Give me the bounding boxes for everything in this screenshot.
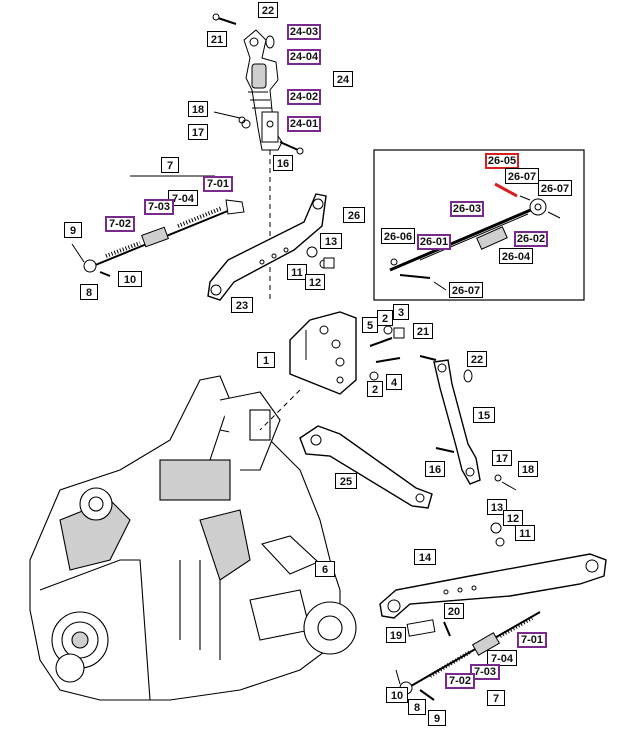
pin-16-right	[435, 447, 455, 453]
lift-rod-15	[433, 359, 481, 485]
callout-24-01: 24-01	[287, 116, 321, 132]
pin-16-top	[279, 141, 304, 155]
callout-8-right: 8	[408, 699, 426, 715]
callout-24-04: 24-04	[287, 49, 321, 65]
callout-22-top: 22	[258, 2, 278, 18]
clip-18-17-top	[213, 111, 251, 129]
callout-11-top: 11	[287, 264, 307, 280]
callout-2-bottom: 2	[367, 381, 383, 397]
lower-link-14	[379, 553, 607, 619]
callout-7-right: 7	[487, 690, 505, 706]
pins-17-18-right	[494, 474, 517, 491]
callout-26-01: 26-01	[417, 234, 451, 250]
bolt-2-3-4-5	[369, 325, 405, 381]
callout-26-02: 26-02	[514, 231, 548, 247]
callout-4: 4	[386, 374, 402, 390]
lift-link-7-left	[71, 199, 245, 277]
callout-2-top: 2	[377, 310, 393, 326]
callout-7-01-right: 7-01	[517, 632, 547, 648]
callout-24: 24	[333, 71, 353, 87]
callout-26-07-bottom: 26-07	[449, 282, 483, 298]
callout-16-top: 16	[273, 155, 293, 171]
callout-7-04-left: 7-04	[168, 190, 198, 206]
callout-9-right: 9	[428, 710, 446, 726]
callout-1: 1	[257, 352, 275, 368]
callout-19: 19	[386, 627, 406, 643]
lower-link-23	[207, 193, 327, 301]
callout-14: 14	[414, 549, 436, 565]
callout-26: 26	[343, 207, 365, 223]
callout-10-left: 10	[118, 271, 142, 287]
link-25	[299, 425, 433, 509]
callout-12-right: 12	[503, 510, 523, 526]
callout-11-right: 11	[515, 525, 535, 541]
callout-24-03: 24-03	[287, 24, 321, 40]
callout-7-02-left: 7-02	[105, 216, 135, 232]
callout-13-top: 13	[320, 233, 342, 249]
plate-19	[406, 619, 436, 637]
bolt-20	[443, 621, 451, 637]
callout-26-04: 26-04	[499, 248, 533, 264]
callout-21-top: 21	[207, 31, 227, 47]
lift-rod-26	[389, 182, 561, 291]
callout-26-05: 26-05	[485, 153, 519, 169]
callout-12-top: 12	[305, 274, 325, 290]
callout-20: 20	[444, 603, 464, 619]
inset-box-26	[373, 149, 585, 301]
callout-7-04-right: 7-04	[487, 650, 517, 666]
pin-21-right	[419, 355, 437, 361]
callout-7-left: 7	[161, 157, 179, 173]
callout-9-left: 9	[64, 222, 82, 238]
callout-17-right: 17	[492, 450, 512, 466]
callout-10-right: 10	[386, 687, 408, 703]
callout-7-03-left: 7-03	[144, 199, 174, 215]
callout-16-right: 16	[425, 461, 445, 477]
callout-26-07-top: 26-07	[505, 168, 539, 184]
callout-18-top: 18	[188, 101, 208, 117]
callout-25: 25	[335, 473, 357, 489]
callout-7-02-right: 7-02	[445, 673, 475, 689]
callout-26-06: 26-06	[381, 228, 415, 244]
pin-21-top	[212, 13, 237, 25]
bracket-1	[289, 311, 357, 395]
callout-6: 6	[315, 561, 335, 577]
callout-24-02: 24-02	[287, 89, 321, 105]
transmission-housing	[29, 375, 357, 701]
callout-22-right: 22	[467, 351, 487, 367]
callout-26-03: 26-03	[450, 201, 484, 217]
callout-7-01-left: 7-01	[203, 176, 233, 192]
callout-8-left: 8	[80, 284, 98, 300]
callout-18-right: 18	[518, 461, 538, 477]
nuts-11-12-13	[306, 246, 335, 269]
callout-7-03-right: 7-03	[470, 664, 500, 680]
callout-17-top: 17	[188, 124, 208, 140]
callout-15: 15	[473, 407, 495, 423]
clip-22-top	[265, 35, 275, 49]
callout-23: 23	[231, 297, 253, 313]
top-lift-rod-assembly	[243, 29, 283, 151]
callout-5: 5	[362, 317, 378, 333]
clip-22-right	[463, 369, 473, 383]
callout-21-right: 21	[413, 323, 433, 339]
callout-26-07-right: 26-07	[538, 180, 572, 196]
callout-3: 3	[393, 304, 409, 320]
dash-line-mid	[259, 389, 301, 431]
callout-13-right: 13	[487, 499, 507, 515]
